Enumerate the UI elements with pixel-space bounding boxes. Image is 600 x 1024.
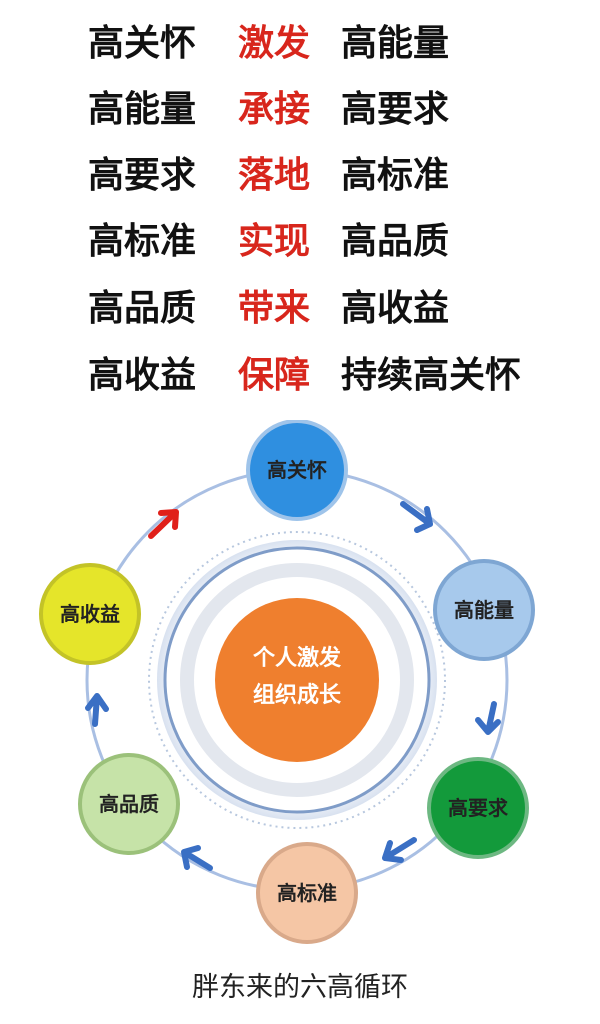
arrow-to-high-quality [181, 845, 213, 871]
six-high-cycle-diagram: 个人激发 组织成长 高关怀 高能量 高要求 高标准 高品质 高收益 [39, 420, 535, 944]
row-verb: 保障 [238, 355, 311, 396]
arrow-to-high-return [85, 693, 109, 727]
row-subject: 高收益 [88, 355, 197, 396]
inner-shadow-ring [180, 563, 414, 797]
cycle-node-high-standard: 高标准 [256, 842, 358, 944]
cycle-node-high-return: 高收益 [39, 563, 141, 665]
row-subject: 高要求 [88, 155, 197, 196]
row-verb: 实现 [238, 221, 311, 262]
arrow-to-high-energy [400, 501, 433, 533]
row-object: 高标准 [341, 155, 450, 196]
inner-dotted-ring [148, 531, 446, 829]
row-subject: 高品质 [88, 288, 197, 329]
cycle-node-high-energy: 高能量 [433, 559, 535, 661]
row-object: 高能量 [341, 23, 450, 64]
cycle-node-high-care: 高关怀 [246, 420, 348, 521]
node-label: 高要求 [448, 796, 509, 820]
row-verb: 带来 [238, 288, 311, 329]
cycle-node-high-demand: 高要求 [427, 757, 529, 859]
row-verb: 落地 [238, 155, 311, 196]
node-label: 高标准 [277, 881, 337, 905]
node-label: 高品质 [99, 792, 159, 816]
center-circle [215, 598, 379, 762]
arrow-to-high-standard [382, 837, 417, 863]
center-line-1: 个人激发 [253, 645, 342, 671]
row-subject: 高标准 [88, 221, 197, 262]
node-label: 高关怀 [267, 458, 327, 482]
row-object: 高要求 [341, 89, 450, 130]
cycle-node-high-quality: 高品质 [78, 753, 180, 855]
row-object: 高收益 [341, 288, 450, 329]
row-verb: 承接 [238, 89, 311, 130]
row-object: 持续高关怀 [341, 355, 522, 396]
row-verb: 激发 [238, 23, 311, 64]
cycle-arrows [85, 501, 501, 871]
row-object: 高品质 [341, 221, 450, 262]
figure-caption: 胖东来的六高循环 [192, 972, 408, 1003]
row-subject: 高关怀 [88, 23, 197, 64]
node-label: 高能量 [454, 598, 514, 622]
arrow-to-high-demand [475, 701, 501, 735]
center-line-2: 组织成长 [253, 682, 342, 708]
row-subject: 高能量 [88, 89, 197, 130]
node-label: 高收益 [60, 602, 120, 626]
arrow-to-high-care [148, 509, 179, 539]
